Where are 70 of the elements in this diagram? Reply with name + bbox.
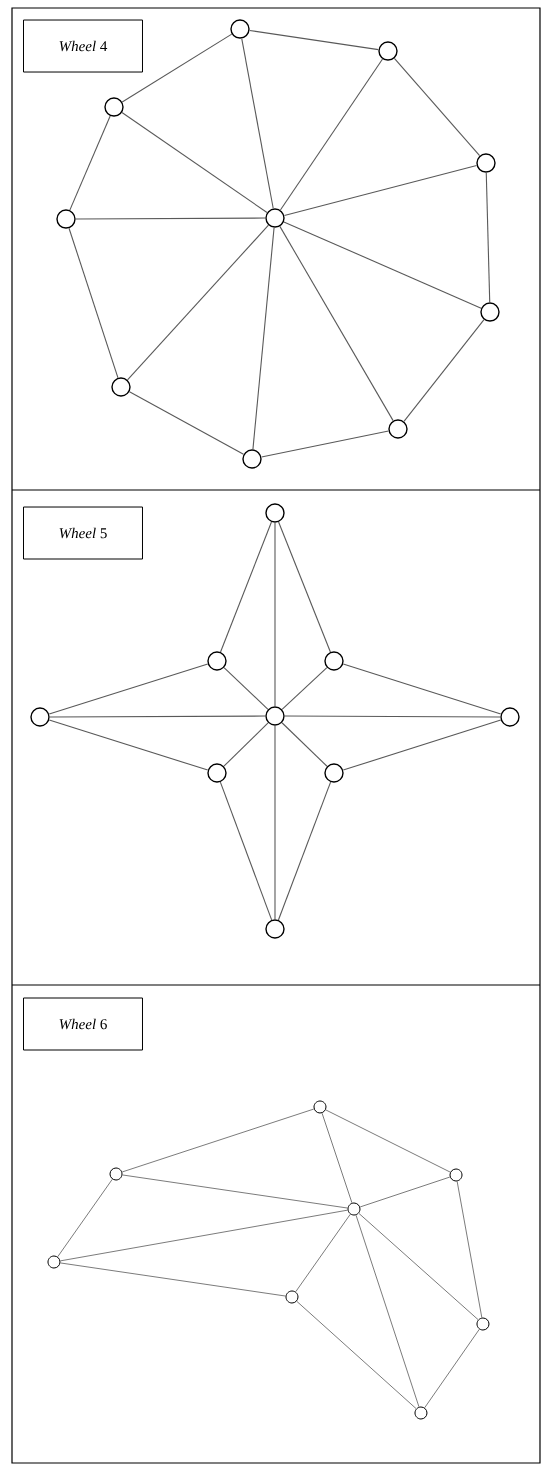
graph-edge bbox=[277, 781, 332, 921]
vertex-circle bbox=[500, 707, 520, 727]
graph-edge bbox=[223, 722, 269, 767]
graph-edge bbox=[281, 722, 328, 767]
graph-edge bbox=[48, 719, 209, 771]
vertex-circle bbox=[265, 919, 285, 939]
label-box: Wheel 5 bbox=[23, 506, 143, 560]
vertex-circle bbox=[242, 449, 262, 469]
graph-edge bbox=[295, 1213, 351, 1293]
vertex-circle bbox=[56, 209, 76, 229]
graph-edge bbox=[283, 221, 482, 309]
vertex-circle bbox=[104, 97, 124, 117]
graph-edge bbox=[424, 1328, 480, 1409]
vertex-circle bbox=[230, 19, 250, 39]
graph-edge bbox=[278, 521, 331, 653]
graph-edge bbox=[223, 667, 269, 710]
graph-edge bbox=[49, 715, 266, 718]
vertex-circle bbox=[111, 377, 131, 397]
graph-edge bbox=[485, 172, 491, 303]
graph-edge bbox=[281, 667, 328, 710]
graph-edge bbox=[283, 164, 478, 217]
graph-edge bbox=[122, 1174, 348, 1209]
graph-edge bbox=[260, 430, 390, 458]
graph-edge bbox=[403, 319, 485, 422]
vertex-circle bbox=[265, 706, 285, 726]
graph-edge bbox=[121, 33, 233, 103]
graph-edge bbox=[241, 38, 274, 210]
graph-edge bbox=[355, 1214, 420, 1408]
graph-edge bbox=[359, 1176, 451, 1208]
graph-edge bbox=[249, 29, 379, 51]
vertex-circle bbox=[388, 419, 408, 439]
graph-edge bbox=[252, 227, 275, 450]
graph-edge bbox=[60, 1262, 286, 1297]
graph-edge bbox=[121, 1108, 315, 1173]
graph-edge bbox=[325, 1109, 451, 1173]
graph-edge bbox=[274, 522, 276, 707]
vertex-circle bbox=[378, 41, 398, 61]
graph-edge bbox=[127, 224, 269, 381]
graph-edge bbox=[321, 1112, 353, 1204]
graph-edge bbox=[342, 663, 502, 715]
graph-edge bbox=[284, 715, 501, 718]
graph-edge bbox=[220, 521, 272, 653]
graph-edge bbox=[69, 115, 111, 211]
vertex-circle bbox=[480, 302, 500, 322]
vertex-circle bbox=[30, 707, 50, 727]
graph-edge bbox=[48, 663, 209, 715]
graph-edge bbox=[274, 725, 276, 920]
vertex-circle bbox=[324, 763, 344, 783]
graph-edge bbox=[128, 391, 245, 455]
graph-edge bbox=[342, 719, 502, 771]
graph-edge bbox=[68, 227, 119, 379]
vertex-circle bbox=[207, 763, 227, 783]
graph-edge bbox=[60, 1209, 348, 1262]
graph-edge bbox=[279, 58, 384, 211]
label-box: Wheel 4 bbox=[23, 19, 143, 73]
graph-edge bbox=[393, 57, 481, 157]
vertex-circle bbox=[207, 651, 227, 671]
graph-edge bbox=[57, 1178, 113, 1258]
vertex-circle bbox=[265, 503, 285, 523]
vertex-circle bbox=[265, 208, 285, 228]
graph-edge bbox=[279, 225, 394, 422]
vertex-circle bbox=[476, 153, 496, 173]
graph-edge bbox=[358, 1212, 479, 1321]
graph-edge bbox=[121, 111, 268, 214]
graph-edge bbox=[219, 781, 273, 921]
graph-edge bbox=[456, 1181, 483, 1318]
graph-edge bbox=[75, 217, 266, 220]
vertex-circle bbox=[324, 651, 344, 671]
graph-edge bbox=[296, 1300, 417, 1410]
label-box: Wheel 6 bbox=[23, 997, 143, 1051]
